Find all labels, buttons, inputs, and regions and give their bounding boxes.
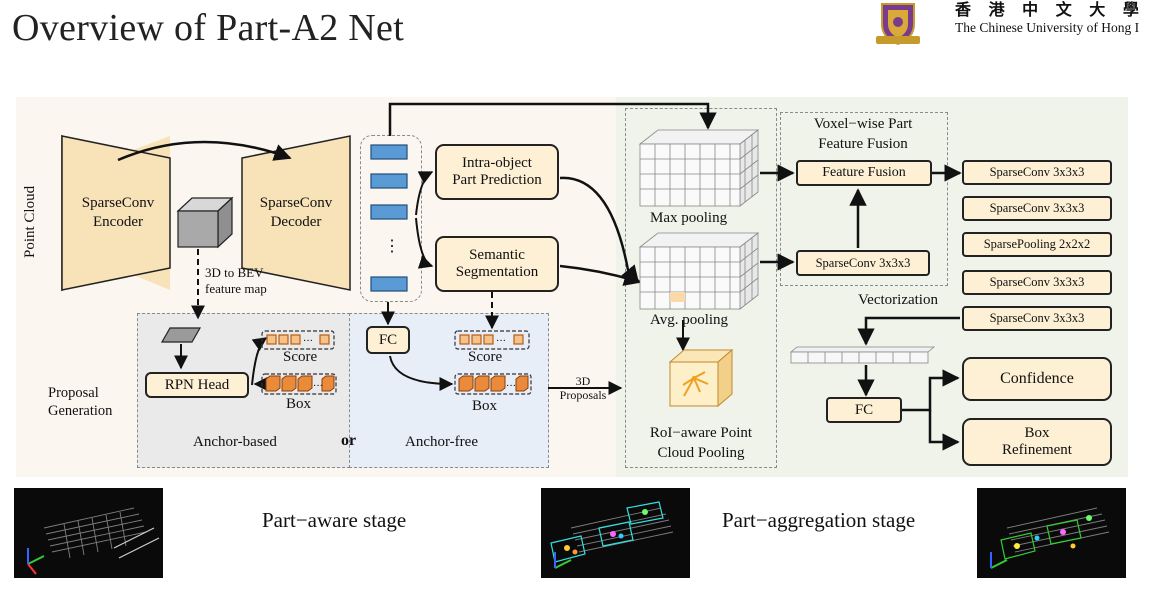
- sparseconv-mid-box: SparseConv 3x3x3: [796, 250, 930, 276]
- feature-column-blocks: [370, 144, 408, 292]
- point-cloud-thumbnail-parts: [541, 488, 690, 578]
- ellipsis-icon: ⋮: [384, 238, 400, 255]
- part-aggregation-stage-label: Part−aggregation stage: [722, 508, 916, 532]
- feature-fusion-box: Feature Fusion: [796, 160, 932, 186]
- semantic-segmentation-box: Semantic Segmentation: [435, 236, 559, 292]
- score-anchors-right: ···: [454, 330, 530, 350]
- box-anchors-left: ···: [261, 373, 337, 395]
- svg-text:···: ···: [313, 381, 323, 392]
- avg-pooling-label: Avg. pooling: [650, 312, 729, 328]
- voxel-part-fusion-label: Voxel−wise Part Feature Fusion: [813, 116, 913, 152]
- layer-box-1: SparseConv 3x3x3: [962, 160, 1112, 185]
- box-anchors-right: ···: [454, 373, 532, 395]
- confidence-box: Confidence: [962, 357, 1112, 401]
- university-name-english: The Chinese University of Hong I: [955, 20, 1140, 35]
- sparseconv-decoder-label: SparseConv Decoder: [259, 195, 333, 230]
- anchor-free-label: Anchor-free: [405, 434, 478, 450]
- box-label-anchor-based: Box: [286, 396, 312, 412]
- point-cloud-thumbnail-raw: [14, 488, 163, 578]
- box-refinement-box: Box Refinement: [962, 418, 1112, 466]
- roi-cube-icon: [668, 348, 734, 408]
- max-pooling-label: Max pooling: [650, 210, 728, 226]
- page-title: Overview of Part-A2 Net: [12, 7, 405, 49]
- university-name-chinese: 香 港 中 文 大 學: [955, 0, 1145, 19]
- layer-box-3: SparsePooling 2x2x2: [962, 232, 1112, 257]
- roi-aware-pooling-label: RoI−aware Point Cloud Pooling: [649, 425, 753, 461]
- score-label-anchor-free: Score: [468, 349, 503, 365]
- svg-text:···: ···: [506, 381, 516, 392]
- rpn-head-box: RPN Head: [145, 372, 249, 398]
- avg-pooling-grid: [638, 232, 760, 310]
- score-label-anchor-based: Score: [283, 349, 318, 365]
- score-anchors-left: ···: [261, 330, 335, 350]
- svg-text:···: ···: [496, 336, 506, 347]
- layer-box-5: SparseConv 3x3x3: [962, 306, 1112, 331]
- voxel-fusion-region: [780, 112, 948, 286]
- cuhk-crest-icon: [876, 3, 920, 46]
- box-label-anchor-free: Box: [472, 398, 498, 414]
- anchor-based-label: Anchor-based: [193, 434, 277, 450]
- vector-bar: [789, 346, 936, 364]
- layer-box-2: SparseConv 3x3x3: [962, 196, 1112, 221]
- decoder-shape: [241, 135, 351, 291]
- point-cloud-label: Point Cloud: [22, 185, 38, 258]
- max-pooling-grid: [638, 129, 760, 207]
- layer-box-4: SparseConv 3x3x3: [962, 270, 1112, 295]
- sparseconv-encoder-label: SparseConv Encoder: [81, 195, 155, 230]
- bev-feature-map-label: 3D to BEV feature map: [205, 265, 267, 297]
- svg-text:···: ···: [303, 336, 313, 347]
- point-cloud-thumbnail-refined: [977, 488, 1126, 578]
- 3d-proposals-label: 3D Proposals: [559, 374, 607, 403]
- bev-cube-icon: [176, 196, 234, 249]
- part-aware-stage-label: Part−aware stage: [262, 508, 407, 532]
- roi-pooling-region: [625, 108, 777, 468]
- fc-box-right: FC: [826, 397, 902, 423]
- vectorization-label: Vectorization: [858, 292, 938, 308]
- or-label: or: [341, 432, 357, 449]
- proposal-generation-label: Proposal Generation: [48, 385, 113, 420]
- fc-box-left: FC: [366, 326, 410, 354]
- intra-object-part-prediction-box: Intra-object Part Prediction: [435, 144, 559, 200]
